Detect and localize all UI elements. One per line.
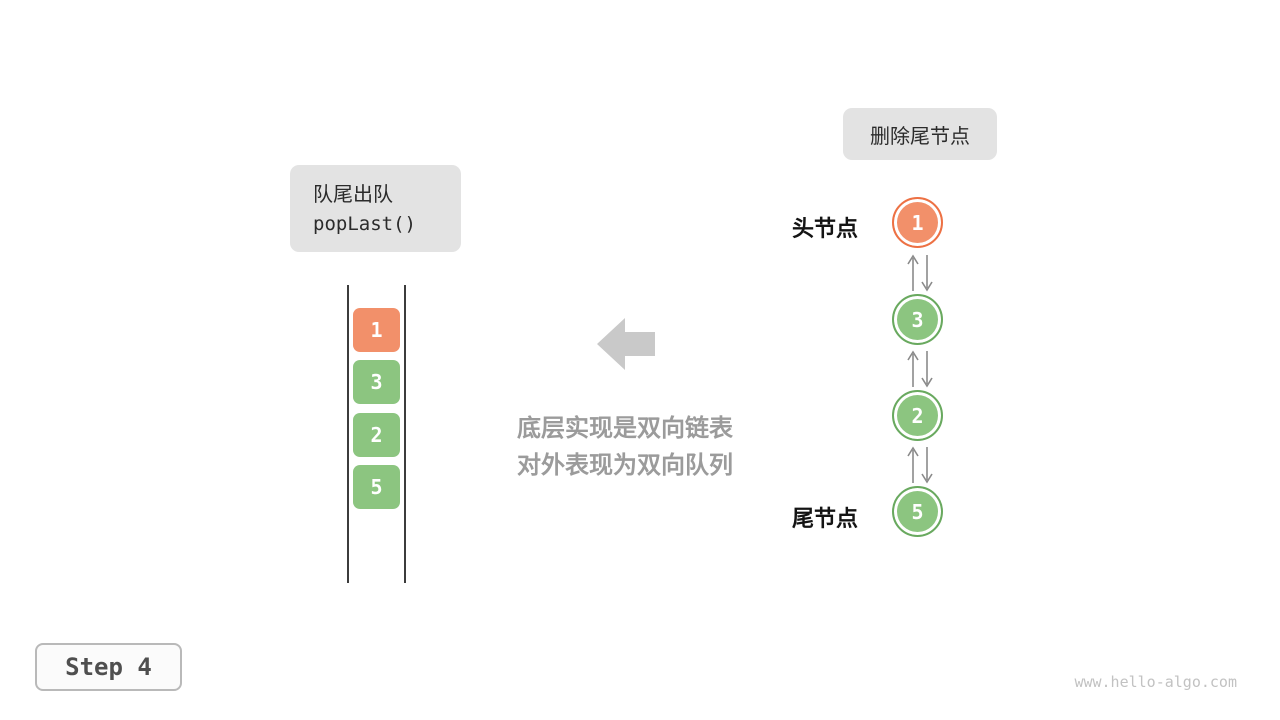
doubly-linked-arrows-icon (907, 350, 933, 388)
step-indicator: Step 4 (35, 643, 182, 691)
queue-container: 1 3 2 5 (347, 285, 406, 583)
doubly-linked-arrows-icon (907, 254, 933, 292)
queue-item: 5 (353, 465, 400, 509)
queue-item: 1 (353, 308, 400, 352)
doubly-linked-arrows-icon (907, 446, 933, 484)
left-block-arrow-icon (597, 318, 655, 370)
operation-title: 队尾出队 (313, 181, 393, 206)
list-node: 3 (892, 294, 943, 345)
queue-item-value: 3 (370, 370, 383, 394)
description-text: 底层实现是双向链表 对外表现为双向队列 (495, 410, 755, 484)
list-node-value: 3 (911, 307, 924, 332)
operation-code: popLast() (313, 212, 416, 235)
delete-tail-label: 删除尾节点 (843, 108, 997, 160)
queue-item: 2 (353, 413, 400, 457)
queue-item-value: 1 (370, 318, 383, 342)
list-node-value: 2 (911, 403, 924, 428)
list-node-head: 1 (892, 197, 943, 248)
list-node: 2 (892, 390, 943, 441)
description-line-1: 底层实现是双向链表 (517, 414, 733, 442)
queue-item-value: 5 (370, 475, 383, 499)
head-node-label: 头节点 (791, 217, 858, 242)
tail-node-label: 尾节点 (791, 507, 858, 532)
queue-item-value: 2 (370, 423, 383, 447)
list-node-value: 5 (911, 499, 924, 524)
list-node-tail: 5 (892, 486, 943, 537)
queue-item: 3 (353, 360, 400, 404)
description-line-2: 对外表现为双向队列 (517, 451, 733, 479)
operation-label: 队尾出队 popLast() (290, 165, 461, 252)
list-node-value: 1 (911, 210, 924, 235)
watermark-text: www.hello-algo.com (1074, 673, 1237, 691)
